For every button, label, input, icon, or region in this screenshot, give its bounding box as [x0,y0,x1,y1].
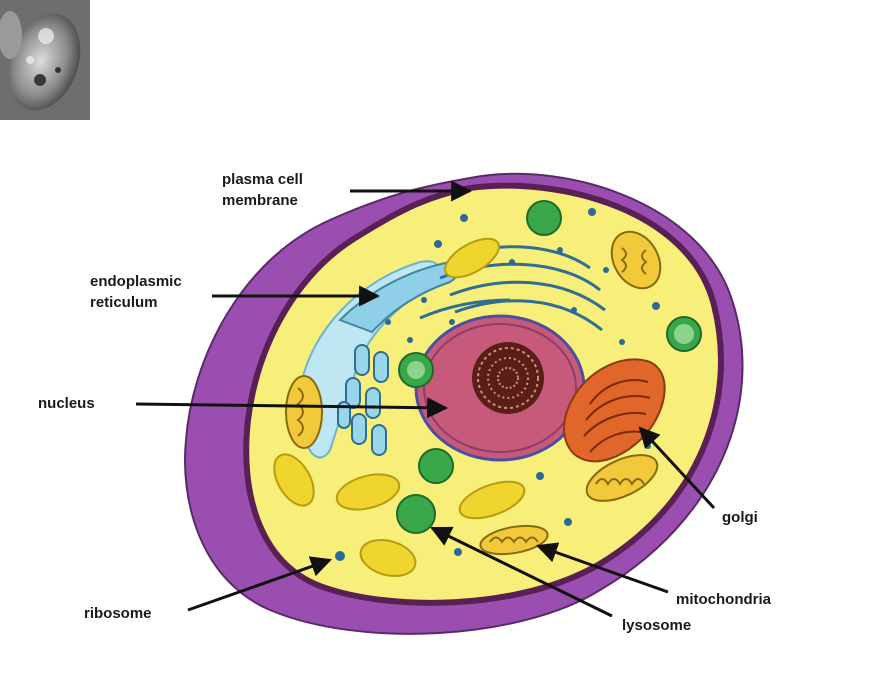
nucleolus [472,342,544,414]
mitochondrion [286,376,322,448]
label-ribosome: ribosome [84,605,152,622]
label-plasma-membrane-line2: membrane [222,192,298,209]
microscope-photo-thumbnail [0,0,93,121]
label-mitochondria: mitochondria [676,591,772,608]
label-lysosome: lysosome [622,617,691,634]
label-er-line2: reticulum [90,294,158,311]
label-er-line1: endoplasmic [90,273,182,290]
nucleus [416,316,584,460]
label-plasma-membrane-line1: plasma cell [222,171,303,188]
label-nucleus: nucleus [38,395,95,412]
label-golgi: golgi [722,509,758,526]
